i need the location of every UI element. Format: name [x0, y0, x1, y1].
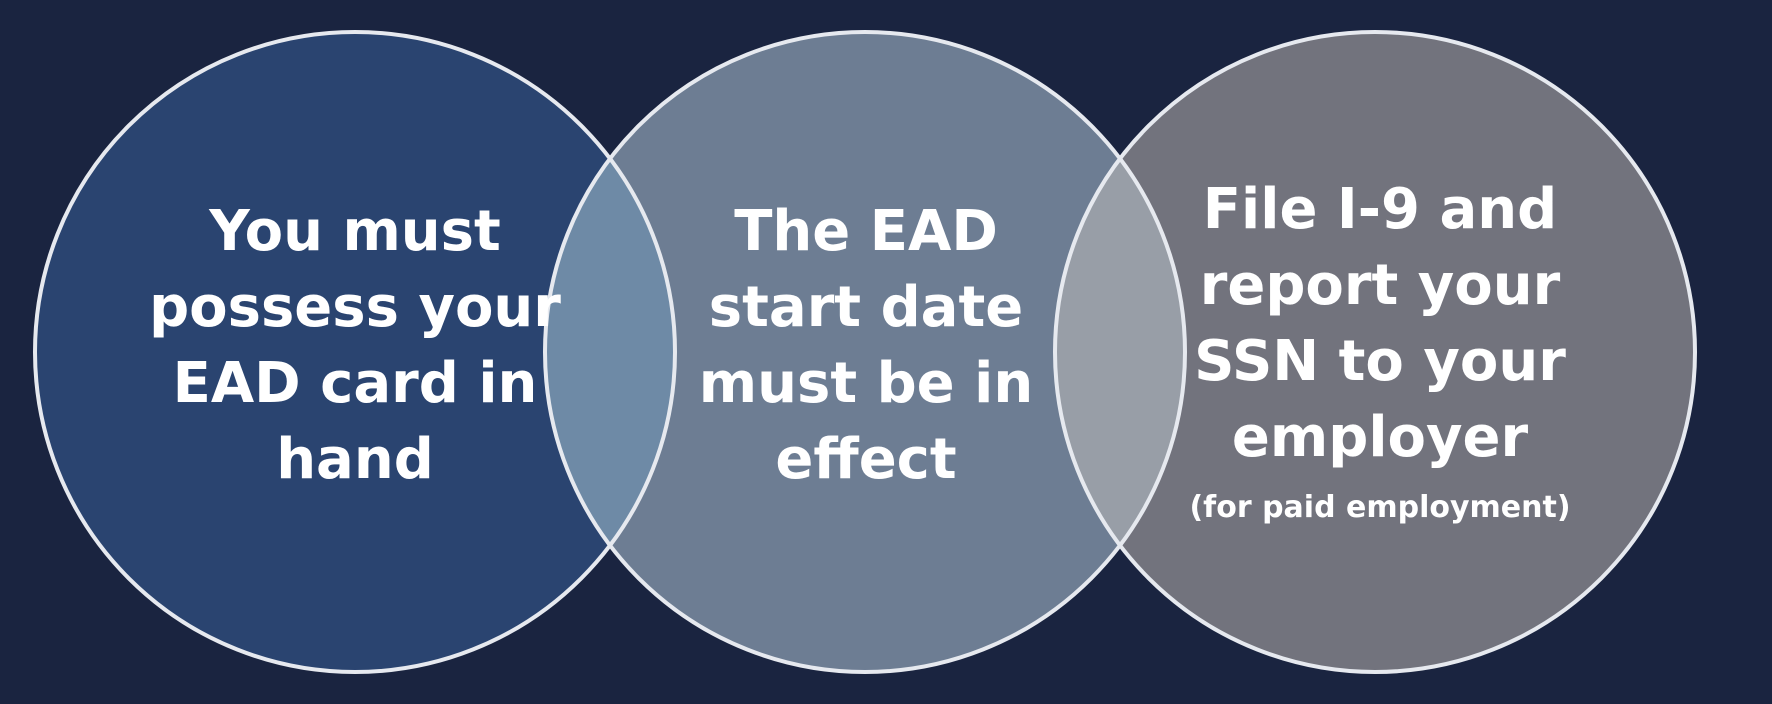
circle-right [1055, 32, 1695, 672]
circle-middle-line-2: start date [709, 275, 1023, 340]
circle-right-line-2: report your [1200, 253, 1561, 318]
circle-left-outline [33, 30, 677, 674]
circle-middle-outline [543, 30, 1187, 674]
circle-right-note: (for paid employment) [1189, 490, 1570, 525]
circle-left-line-2: possess your [149, 275, 561, 340]
circle-middle-line-4: effect [775, 427, 956, 492]
circle-middle-line-1: The EAD [734, 199, 998, 264]
circle-middle [545, 32, 1185, 672]
circle-right-line-4: employer [1232, 405, 1529, 470]
circle-left-line-3: EAD card in [173, 351, 538, 416]
circle-left [35, 32, 675, 672]
circle-right-outline [1053, 30, 1697, 674]
circle-left-line-1: You must [208, 199, 501, 264]
circle-left-line-4: hand [276, 427, 434, 492]
circle-middle-line-3: must be in [699, 351, 1033, 416]
circle-right-line-1: File I-9 and [1203, 177, 1557, 242]
circle-right-line-3: SSN to your [1194, 329, 1566, 394]
